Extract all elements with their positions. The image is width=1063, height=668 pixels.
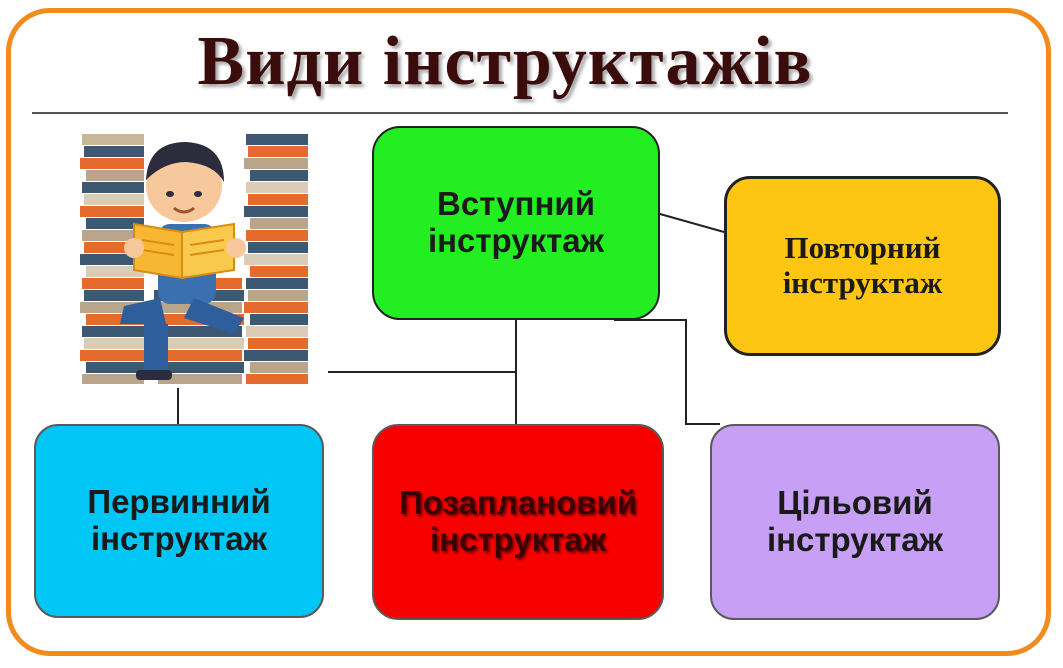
box-tsilovyi-instruktazh: Цільовий інструктаж (710, 424, 1000, 620)
box-vstupnyi-instruktazh: Вступний інструктаж (372, 126, 660, 320)
box-povtornyi-instruktazh: Повторний інструктаж (724, 176, 1001, 356)
reader-illustration-icon (78, 130, 308, 384)
box-tsilovyi-line1: Цільовий (777, 484, 933, 522)
box-pozaplanovyi-instruktazh: Позаплановий інструктаж (372, 424, 664, 620)
box-pervynnyi-instruktazh: Первинний інструктаж (34, 424, 324, 618)
connector-vstupnyi-povtornyi (659, 213, 725, 233)
box-vstupnyi-line2: інструктаж (427, 222, 605, 259)
person-reading-icon (120, 142, 246, 380)
box-povtornyi-line2: інструктаж (782, 265, 943, 300)
box-povtornyi-line1: Повторний (784, 230, 941, 266)
box-pervynnyi-line2: інструктаж (90, 520, 268, 557)
box-pozaplanovyi-line2: інструктаж (429, 521, 607, 558)
box-pozaplanovyi-line1: Позаплановий (399, 484, 637, 522)
page-title: Види інструктажів (197, 23, 813, 100)
box-pervynnyi-line1: Первинний (87, 483, 271, 521)
box-tsilovyi-line2: інструктаж (766, 521, 944, 558)
connector-vstupnyi-tsilovyi (614, 319, 720, 425)
box-vstupnyi-line1: Вступний (437, 185, 595, 223)
title-divider (32, 112, 1008, 114)
